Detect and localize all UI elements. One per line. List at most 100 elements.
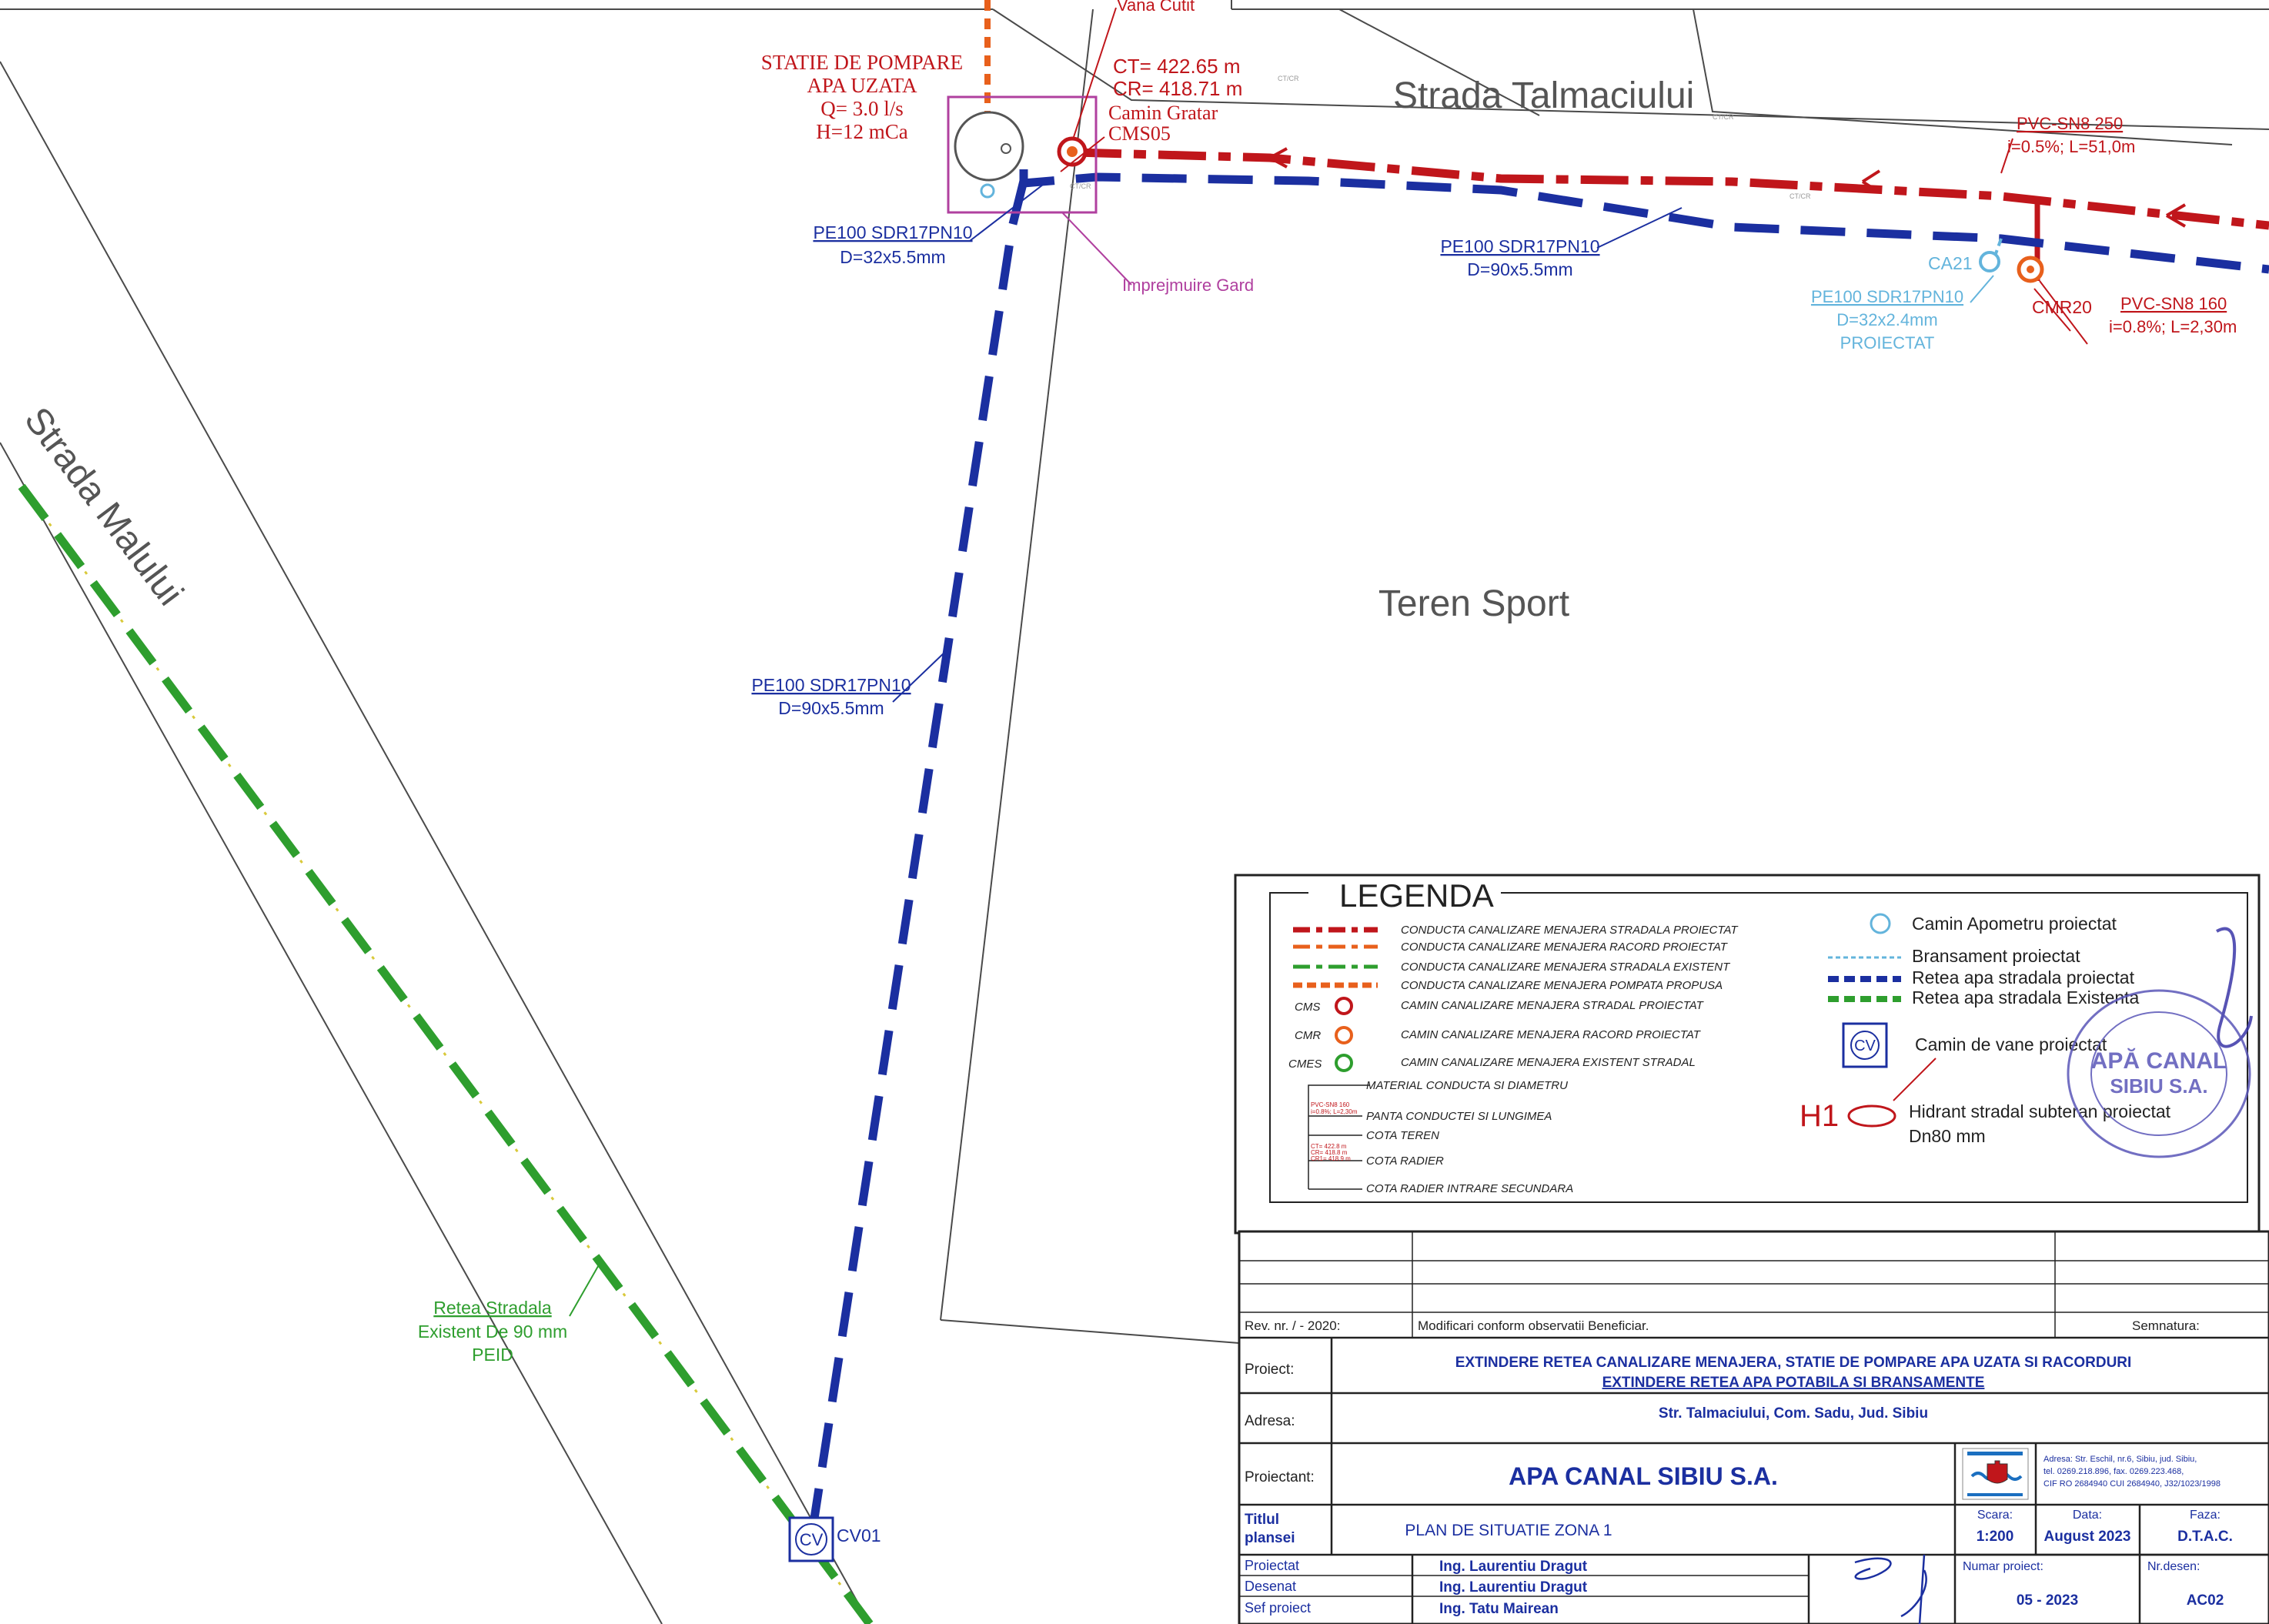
name-designed: Ing. Laurentiu Dragut	[1439, 1559, 1588, 1575]
small-elevation-notes: CT/CR CT/CR CT/CR CT/CR	[1070, 75, 1811, 200]
legend-title: LEGENDA	[1339, 877, 1494, 914]
designer-name: APA CANAL SIBIU S.A.	[1509, 1462, 1778, 1490]
pvc-250-label: PVC-SN8 250 i=0.5%; L=51,0m	[2007, 114, 2135, 156]
street-talmaciului-label: Strada Talmaciului	[1393, 75, 1694, 116]
svg-text:Retea apa stradala Existenta: Retea apa stradala Existenta	[1912, 987, 2140, 1007]
project-line1: EXTINDERE RETEA CANALIZARE MENAJERA, STA…	[1455, 1355, 2132, 1371]
cv01-label: CV01	[837, 1525, 881, 1545]
svg-text:CT/CR: CT/CR	[1278, 75, 1299, 82]
svg-text:CV: CV	[1854, 1038, 1876, 1054]
legend-box: LEGENDA CONDUCTA CANALIZARE MENAJERA STR…	[1234, 874, 2261, 1235]
svg-text:Q= 3.0 l/s: Q= 3.0 l/s	[820, 97, 904, 120]
phase-label: Faza:	[2190, 1509, 2221, 1522]
manhole-cms05-icon	[1057, 136, 1088, 167]
scale-value: 1:200	[1977, 1529, 2014, 1545]
pvc-160-label: PVC-SN8 160 i=0.8%; L=2,30m	[2109, 294, 2237, 336]
svg-text:CMR: CMR	[1295, 1029, 1321, 1042]
svg-text:Retea apa stradala proiectat: Retea apa stradala proiectat	[1912, 967, 2135, 987]
legend-right-items: Camin Apometru proiectat Bransament proi…	[1912, 914, 2140, 1054]
existing-network-label: Retea Stradala Existent De 90 mm PEID	[418, 1298, 567, 1365]
ca21-label: CA21	[1928, 253, 1973, 273]
svg-text:PVC-SN8 160: PVC-SN8 160	[2120, 294, 2227, 313]
svg-text:PE100 SDR17PN10: PE100 SDR17PN10	[813, 222, 972, 242]
svg-text:CR= 418.71 m: CR= 418.71 m	[1113, 77, 1242, 100]
designer-label: Proiectant:	[1245, 1469, 1315, 1485]
project-no-value: 05 - 2023	[2017, 1592, 2078, 1609]
rev-label: Rev. nr. / - 2020:	[1245, 1318, 1340, 1333]
valve-chamber-cv01-icon: CV	[788, 1516, 834, 1562]
svg-text:D=90x5.5mm: D=90x5.5mm	[778, 698, 884, 718]
role-drawn: Desenat	[1245, 1579, 1296, 1594]
svg-text:PE100 SDR17PN10: PE100 SDR17PN10	[1811, 287, 1963, 306]
sheet-title-label: Titlul	[1245, 1512, 1279, 1528]
svg-text:COTA TEREN: COTA TEREN	[1366, 1129, 1439, 1142]
title-block: Rev. nr. / - 2020: Modificari conform ob…	[1238, 1230, 2269, 1624]
svg-text:CT= 422.8 m: CT= 422.8 m	[1311, 1143, 1347, 1150]
cms05-label: CT= 422.65 m CR= 418.71 m Camin Gratar C…	[1108, 55, 1242, 145]
svg-text:PANTA CONDUCTEI SI LUNGIMEA: PANTA CONDUCTEI SI LUNGIMEA	[1366, 1110, 1552, 1123]
svg-text:CONDUCTA CANALIZARE MENAJERA R: CONDUCTA CANALIZARE MENAJERA RACORD PROI…	[1401, 941, 1729, 954]
pipe-pe90-top-label: PE100 SDR17PN10 D=90x5.5mm	[1440, 236, 1599, 279]
svg-text:Existent De 90 mm: Existent De 90 mm	[418, 1322, 567, 1342]
svg-text:CV: CV	[800, 1530, 824, 1549]
role-designed: Proiectat	[1245, 1558, 1299, 1573]
scale-label: Scara:	[1977, 1509, 2013, 1522]
project-line2: EXTINDERE RETEA APA POTABILA SI BRANSAME…	[1602, 1375, 1985, 1391]
svg-text:COTA RADIER: COTA RADIER	[1366, 1155, 1444, 1168]
svg-text:CT/CR: CT/CR	[1789, 192, 1811, 200]
svg-text:i=0.8%; L=2,30m: i=0.8%; L=2,30m	[1311, 1108, 1358, 1115]
name-chief: Ing. Tatu Mairean	[1439, 1601, 1559, 1617]
date-label: Data:	[2073, 1509, 2102, 1522]
address-value: Str. Talmaciului, Com. Sadu, Jud. Sibiu	[1659, 1405, 1928, 1422]
svg-text:CR1= 418.9 m: CR1= 418.9 m	[1311, 1155, 1351, 1162]
svg-text:D=90x5.5mm: D=90x5.5mm	[1467, 259, 1572, 279]
svg-text:CT/CR: CT/CR	[1713, 113, 1734, 121]
leader-lines	[569, 7, 2088, 1317]
pipe-pe32-label: PE100 SDR17PN10 D=32x5.5mm	[813, 222, 972, 267]
pump-station	[947, 95, 1098, 214]
svg-text:H=12 mCa: H=12 mCa	[816, 120, 907, 143]
legend-codes: CMS CMR CMES	[1288, 1001, 1322, 1071]
drawing-no-label: Nr.desen:	[2147, 1560, 2200, 1573]
role-chief: Sef proiect	[1245, 1600, 1311, 1616]
svg-text:Camin Apometru proiectat: Camin Apometru proiectat	[1912, 914, 2117, 934]
map-labels: Vana Cutit STATIE DE POMPARE APA UZATA Q…	[16, 0, 2237, 1545]
svg-text:Camin de vane proiectat: Camin de vane proiectat	[1915, 1034, 2107, 1054]
svg-text:APA UZATA: APA UZATA	[807, 74, 917, 97]
project-label: Proiect:	[1245, 1362, 1294, 1378]
svg-text:APĂ CANAL: APĂ CANAL	[2091, 1048, 2227, 1074]
svg-text:CT= 422.65 m: CT= 422.65 m	[1113, 55, 1240, 78]
street-malului-label: Strada Malului	[16, 400, 191, 613]
hydrant-label: Hidrant stradal subteran proiectat	[1909, 1101, 2171, 1121]
svg-text:PROIECTAT: PROIECTAT	[1840, 333, 1935, 353]
svg-text:CIF RO 2684940 CUI 2684940, J3: CIF RO 2684940 CUI 2684940, J32/1023/199…	[2043, 1479, 2221, 1489]
hydrant-code: H1	[1799, 1099, 1839, 1133]
svg-text:CR= 418.8 m: CR= 418.8 m	[1311, 1149, 1348, 1156]
legend-left-items: CONDUCTA CANALIZARE MENAJERA STRADALA PR…	[1401, 924, 1739, 1069]
pump-station-label: STATIE DE POMPARE APA UZATA Q= 3.0 l/s H…	[761, 51, 963, 143]
svg-text:tel. 0269.218.896, fax. 0269.2: tel. 0269.218.896, fax. 0269.223.468,	[2043, 1467, 2184, 1476]
svg-text:Bransament proiectat: Bransament proiectat	[1912, 946, 2080, 966]
manhole-cmr20-icon	[2017, 256, 2044, 283]
svg-text:PE100 SDR17PN10: PE100 SDR17PN10	[1440, 236, 1599, 256]
svg-text:CONDUCTA CANALIZARE MENAJERA P: CONDUCTA CANALIZARE MENAJERA POMPATA PRO…	[1401, 979, 1723, 992]
address-label: Adresa:	[1245, 1413, 1295, 1429]
pipe-pe90-mid-label: PE100 SDR17PN10 D=90x5.5mm	[751, 675, 911, 718]
sheet-title: PLAN DE SITUATIE ZONA 1	[1405, 1522, 1612, 1539]
fence-label: Imprejmuire Gard	[1122, 276, 1254, 295]
company-address: Adresa: Str. Eschil, nr.6, Sibiu, jud. S…	[2043, 1455, 2221, 1489]
svg-text:CMS: CMS	[1295, 1001, 1320, 1014]
svg-text:MATERIAL CONDUCTA SI DIAMETRU: MATERIAL CONDUCTA SI DIAMETRU	[1366, 1079, 1568, 1092]
project-no-label: Numar proiect:	[1963, 1560, 2043, 1573]
svg-text:D=32x2.4mm: D=32x2.4mm	[1836, 310, 1937, 329]
teren-sport-label: Teren Sport	[1378, 583, 1569, 624]
hydrant-dn: Dn80 mm	[1909, 1126, 1986, 1146]
svg-text:COTA RADIER INTRARE SECUNDARA: COTA RADIER INTRARE SECUNDARA	[1366, 1182, 1573, 1195]
existing-water-network	[18, 483, 874, 1624]
svg-text:i=0.5%; L=51,0m: i=0.5%; L=51,0m	[2007, 137, 2135, 156]
svg-text:CONDUCTA CANALIZARE MENAJERA S: CONDUCTA CANALIZARE MENAJERA STRADALA EX…	[1401, 961, 1731, 974]
svg-text:plansei: plansei	[1245, 1530, 1295, 1546]
rev-text: Modificari conform observatii Beneficiar…	[1418, 1318, 1649, 1333]
svg-text:STATIE DE POMPARE: STATIE DE POMPARE	[761, 51, 963, 74]
svg-text:CAMIN CANALIZARE MENAJERA EXIS: CAMIN CANALIZARE MENAJERA EXISTENT STRAD…	[1401, 1056, 1696, 1069]
